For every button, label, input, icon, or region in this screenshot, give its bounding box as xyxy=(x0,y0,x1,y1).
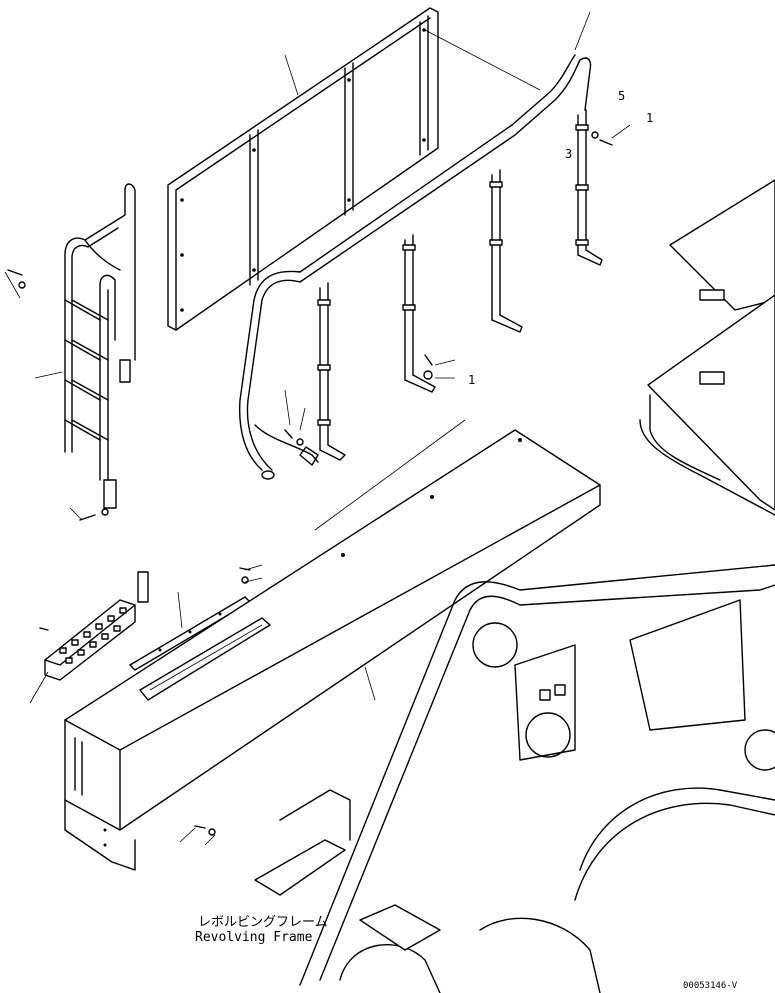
revolving-frame xyxy=(254,564,775,993)
walkway-box xyxy=(64,429,601,871)
frame-label-jp: レボルビングフレーム xyxy=(198,915,328,930)
part-code: 00053146-V xyxy=(683,981,738,991)
step-plate xyxy=(44,571,149,681)
leader-lines xyxy=(4,11,631,846)
callout-1-upper: 1 xyxy=(646,111,653,125)
handrail-panel xyxy=(167,7,439,331)
fastener-set xyxy=(7,131,613,836)
ladder xyxy=(64,183,136,509)
callout-5: 5 xyxy=(618,89,625,103)
curved-handrail xyxy=(238,54,603,480)
callout-1-lower: 1 xyxy=(468,373,475,387)
frame-label-en: Revolving Frame xyxy=(195,930,313,945)
callout-numbers: 1 5 3 1 xyxy=(468,89,653,387)
callout-3: 3 xyxy=(565,147,572,161)
deck-plate xyxy=(639,179,775,516)
